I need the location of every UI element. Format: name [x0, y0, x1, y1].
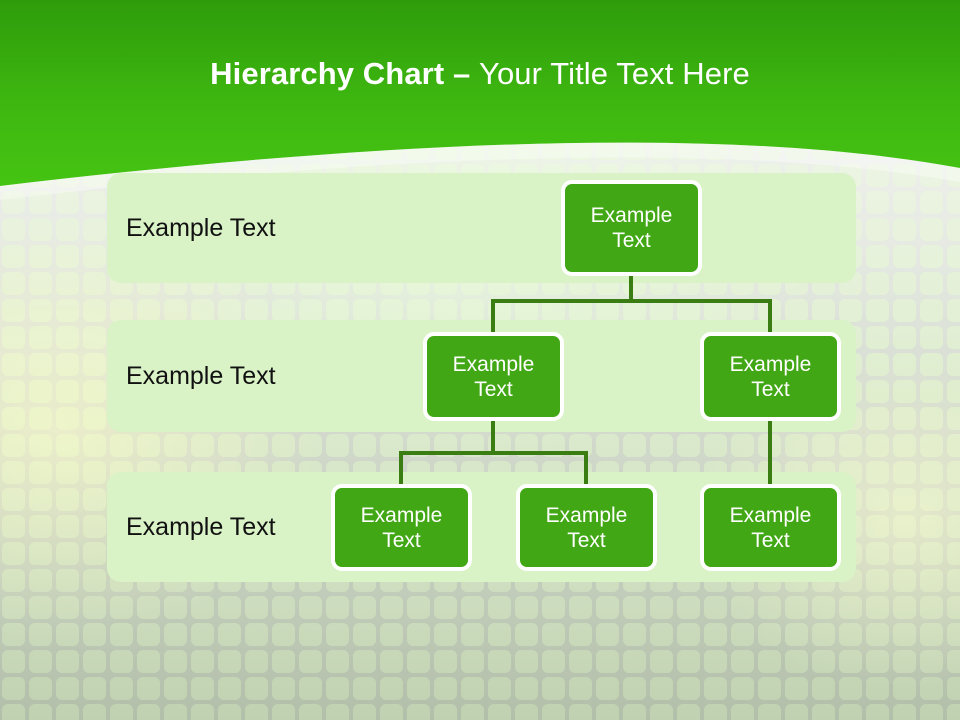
hierarchy-node-level1-1[interactable]: Example Text [561, 180, 702, 276]
page-title-light: Your Title Text Here [479, 56, 750, 91]
hierarchy-node-level3-3[interactable]: Example Text [700, 484, 841, 571]
hierarchy-node-level3-1[interactable]: Example Text [331, 484, 472, 571]
page-title: Hierarchy Chart – Your Title Text Here [0, 54, 960, 94]
hierarchy-node-level3-2[interactable]: Example Text [516, 484, 657, 571]
hierarchy-node-level2-1[interactable]: Example Text [423, 332, 564, 421]
header-band [0, 0, 960, 200]
page-title-strong: Hierarchy Chart – [210, 56, 480, 91]
row-label-1: Example Text [126, 214, 276, 242]
row-label-3: Example Text [126, 513, 276, 541]
hierarchy-node-level2-2[interactable]: Example Text [700, 332, 841, 421]
row-label-2: Example Text [126, 362, 276, 390]
hierarchy-row-panel-1[interactable]: Example Text [107, 173, 856, 283]
